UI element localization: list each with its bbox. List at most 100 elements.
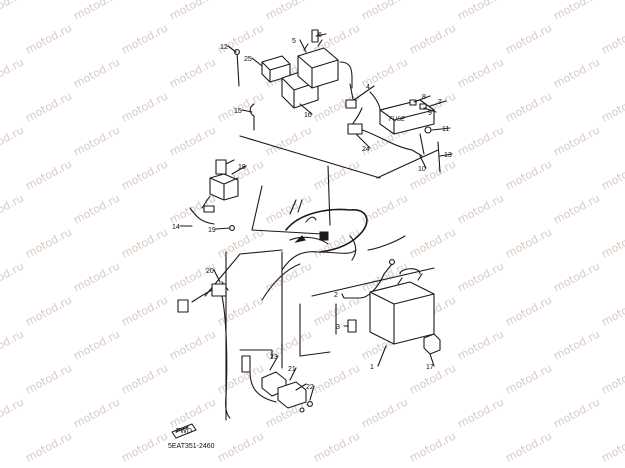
part-20-sensor bbox=[177, 281, 231, 419]
watermark-text: motod.ru bbox=[407, 157, 458, 192]
callout-number-10: 10 bbox=[418, 166, 426, 173]
watermark-text: motod.ru bbox=[359, 395, 410, 430]
watermark-text: motod.ru bbox=[119, 429, 170, 464]
watermark-text: motod.ru bbox=[503, 361, 554, 396]
watermark-text: motod.ru bbox=[215, 21, 266, 56]
callout-leader-18 bbox=[231, 165, 247, 175]
watermark-text: motod.ru bbox=[599, 429, 625, 464]
watermark-text: motod.ru bbox=[119, 361, 170, 396]
callout-leader-25 bbox=[251, 57, 263, 67]
watermark-text: motod.ru bbox=[359, 0, 410, 23]
callout-layer: 1234567891011121314151617181920212223242… bbox=[172, 32, 453, 401]
watermark-text: motod.ru bbox=[551, 327, 602, 362]
callout-number-4: 4 bbox=[366, 84, 370, 91]
callout-number-15: 15 bbox=[234, 108, 242, 115]
watermark-text: motod.ru bbox=[0, 395, 26, 430]
callout-leader-24 bbox=[355, 133, 371, 149]
watermark-text: motod.ru bbox=[23, 361, 74, 396]
watermark-text: motod.ru bbox=[503, 293, 554, 328]
watermark-text: motod.ru bbox=[407, 429, 458, 464]
watermark-text: motod.ru bbox=[599, 21, 625, 56]
watermark-text: motod.ru bbox=[311, 361, 362, 396]
callout-number-9: 9 bbox=[428, 110, 432, 117]
watermark-text: motod.ru bbox=[455, 395, 506, 430]
part-10-lead bbox=[411, 133, 425, 157]
callout-number-17: 17 bbox=[426, 364, 434, 371]
watermark-text: motod.ru bbox=[119, 89, 170, 124]
callout-number-21: 21 bbox=[288, 366, 296, 373]
watermark-text: motod.ru bbox=[599, 225, 625, 260]
callout-number-14: 14 bbox=[172, 224, 180, 231]
part-23-sensor-cluster bbox=[239, 349, 307, 409]
callout-number-8: 8 bbox=[422, 94, 426, 101]
callout-leader-5 bbox=[299, 39, 307, 53]
callout-number-2: 2 bbox=[334, 292, 338, 299]
callout-leader-11 bbox=[431, 127, 451, 131]
callout-number-3: 3 bbox=[336, 324, 340, 331]
watermark-text: motod.ru bbox=[0, 327, 26, 362]
part-22-bolt bbox=[299, 401, 313, 413]
watermark-text: motod.ru bbox=[263, 259, 314, 294]
frame-outline bbox=[261, 199, 406, 301]
part-5-starter-relay bbox=[297, 29, 353, 89]
watermark-text: motod.ru bbox=[503, 157, 554, 192]
watermark-text: motod.ru bbox=[455, 0, 506, 23]
part-14-lead bbox=[189, 207, 215, 225]
watermark-text: motod.ru bbox=[23, 89, 74, 124]
callout-leader-15 bbox=[241, 109, 253, 113]
watermark-text: motod.ru bbox=[71, 55, 122, 90]
watermark-text: motod.ru bbox=[455, 55, 506, 90]
watermark-text: motod.ru bbox=[263, 123, 314, 158]
callout-leader-10 bbox=[419, 155, 427, 169]
watermark-text: motod.ru bbox=[215, 361, 266, 396]
callout-number-25: 25 bbox=[244, 56, 252, 63]
callout-leader-13 bbox=[439, 153, 453, 157]
watermark-text: motod.ru bbox=[599, 89, 625, 124]
diagram-code: 5EAT351-2460 bbox=[168, 443, 215, 450]
watermark-text: motod.ru bbox=[503, 89, 554, 124]
watermark-text: motod.ru bbox=[599, 293, 625, 328]
callout-number-6: 6 bbox=[318, 32, 322, 39]
watermark-text: motod.ru bbox=[71, 0, 122, 23]
callout-leader-17 bbox=[429, 353, 435, 367]
callout-number-11: 11 bbox=[442, 126, 449, 133]
callout-leader-19 bbox=[215, 227, 231, 230]
callout-leader-12 bbox=[227, 45, 237, 53]
watermark-text: motod.ru bbox=[455, 191, 506, 226]
callout-number-18: 18 bbox=[238, 164, 246, 171]
part-24-fuse-holder bbox=[347, 123, 413, 151]
watermark-text: motod.ru bbox=[551, 395, 602, 430]
watermark-text: motod.ru bbox=[0, 123, 26, 158]
part-12-bolt bbox=[234, 49, 240, 87]
watermark-text: motod.ru bbox=[311, 429, 362, 464]
part-13-lead bbox=[437, 141, 441, 173]
callout-leader-6 bbox=[315, 33, 327, 37]
watermark-text: motod.ru bbox=[551, 55, 602, 90]
watermark-text: motod.ru bbox=[215, 429, 266, 464]
watermark-text: motod.ru bbox=[23, 21, 74, 56]
group-boundaries bbox=[204, 135, 439, 421]
watermark-text: motod.ru bbox=[167, 55, 218, 90]
watermark-text: motod.ru bbox=[119, 21, 170, 56]
callout-leader-1 bbox=[377, 345, 387, 367]
callout-number-24: 24 bbox=[362, 146, 370, 153]
watermark-text: motod.ru bbox=[119, 225, 170, 260]
watermark-text: motod.ru bbox=[311, 157, 362, 192]
callout-leader-2 bbox=[341, 293, 345, 299]
callout-leader-23 bbox=[269, 355, 279, 371]
watermark-text: motod.ru bbox=[455, 123, 506, 158]
watermark-text: motod.ru bbox=[503, 225, 554, 260]
watermark-text: motod.ru bbox=[599, 361, 625, 396]
callout-leader-9 bbox=[423, 107, 437, 113]
watermark-text: motod.ru bbox=[23, 225, 74, 260]
callout-number-1: 1 bbox=[370, 364, 374, 371]
callout-leader-4 bbox=[353, 85, 375, 101]
watermark-text: motod.ru bbox=[455, 327, 506, 362]
watermark-text: motod.ru bbox=[71, 395, 122, 430]
watermark-text: motod.ru bbox=[23, 157, 74, 192]
watermark-text: motod.ru bbox=[167, 327, 218, 362]
callout-number-12: 12 bbox=[220, 44, 228, 51]
watermark-text: motod.ru bbox=[23, 293, 74, 328]
callout-leader-20 bbox=[213, 269, 221, 283]
